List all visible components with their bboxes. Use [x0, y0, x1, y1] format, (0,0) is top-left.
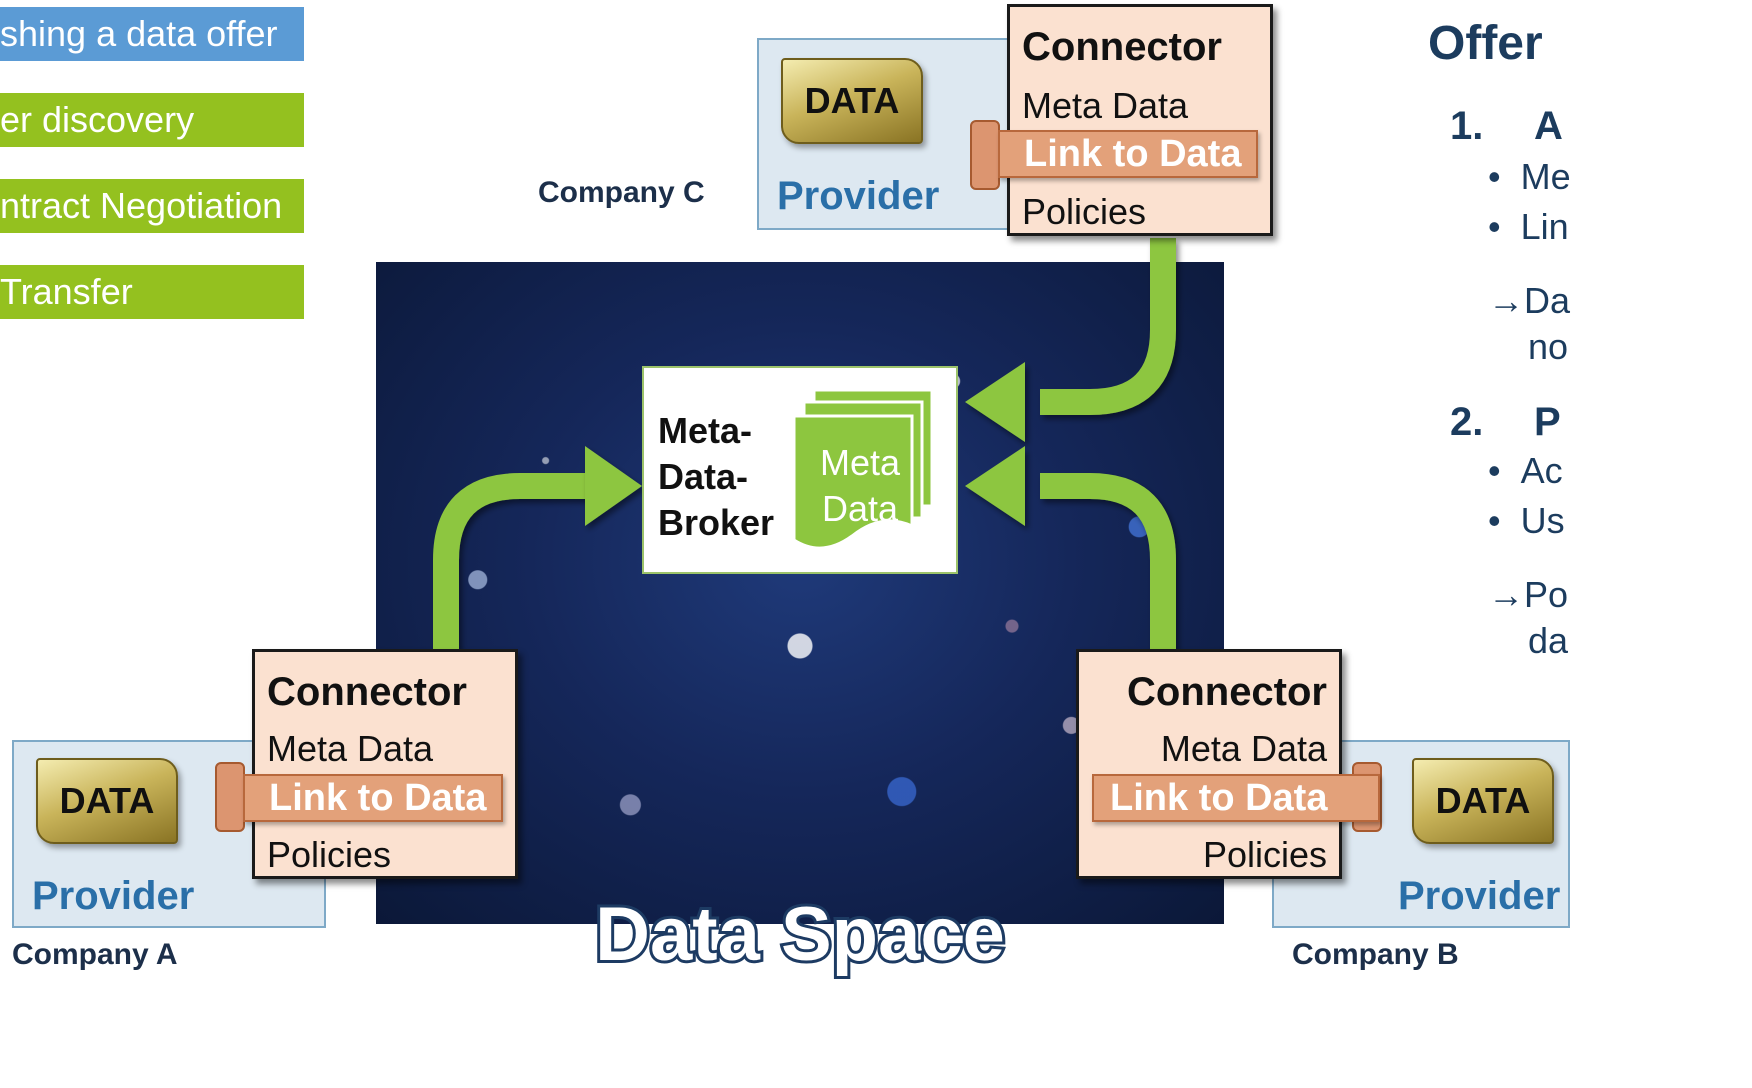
provider-b-label: Provider	[1398, 874, 1561, 918]
connector-b: Connector Meta Data Policies	[1076, 649, 1342, 879]
connector-title: Connector	[1022, 25, 1222, 69]
link-to-data-b[interactable]: Link to Data	[1092, 774, 1380, 822]
item1-bullet-1: • Me	[1488, 156, 1571, 197]
meta-data-documents-icon	[792, 388, 934, 550]
arrow-head-b	[965, 446, 1025, 526]
link-tab-a	[215, 762, 245, 832]
meta-data-doc-text: Meta Data	[819, 442, 901, 529]
provider-c-label: Provider	[777, 174, 940, 218]
connector-meta-data: Meta Data	[1022, 85, 1189, 126]
item2-conclusion-1: →Po	[1488, 574, 1569, 615]
item1-conclusion-2: no	[1528, 326, 1569, 367]
tab-publishing-data-offer[interactable]: shing a data offer	[0, 7, 304, 61]
item2-conclusion-2: da	[1528, 620, 1569, 661]
connector-title: Connector	[1127, 670, 1327, 714]
connector-c: Connector Meta Data Policies	[1007, 4, 1273, 236]
connector-meta-data: Meta Data	[267, 728, 434, 769]
company-a-label: Company A	[12, 938, 178, 971]
tab-data-transfer[interactable]: Transfer	[0, 265, 304, 319]
item2-bullet-1: • Ac	[1488, 450, 1563, 491]
offer-heading: Offer	[1428, 17, 1543, 70]
link-to-data-c[interactable]: Link to Data	[998, 130, 1258, 178]
provider-a-label: Provider	[32, 874, 195, 918]
meta-data-broker: Meta- Data- Broker Meta Data	[642, 366, 958, 574]
item1-heading: A	[1534, 104, 1563, 148]
connector-meta-data: Meta Data	[1160, 728, 1327, 769]
data-space-title: Data Space	[592, 889, 1008, 980]
arrow-c-to-broker	[1040, 238, 1176, 415]
tab-contract-negotiation[interactable]: ntract Negotiation	[0, 179, 304, 233]
connector-policies: Policies	[267, 834, 392, 875]
item1-number: 1.	[1450, 104, 1484, 148]
data-badge-c: DATA	[781, 58, 923, 144]
item1-conclusion-1: →Da	[1488, 280, 1571, 321]
connector-policies: Policies	[1022, 191, 1147, 232]
data-space-text: Data Space	[595, 892, 1005, 977]
company-c-label: Company C	[538, 176, 705, 209]
company-b-label: Company B	[1292, 938, 1459, 971]
arrow-b-to-broker	[1040, 473, 1176, 650]
item2-number: 2.	[1450, 400, 1484, 444]
connector-a: Connector Meta Data Policies	[252, 649, 518, 879]
broker-label: Meta- Data- Broker	[658, 410, 775, 543]
item2-bullet-2: • Us	[1488, 500, 1565, 541]
arrow-head-a	[585, 446, 642, 526]
data-badge-b: DATA	[1412, 758, 1554, 844]
link-to-data-a[interactable]: Link to Data	[243, 774, 503, 822]
connector-policies: Policies	[1202, 834, 1327, 875]
tab-offer-discovery[interactable]: er discovery	[0, 93, 304, 147]
connector-title: Connector	[267, 670, 467, 714]
data-badge-a: DATA	[36, 758, 178, 844]
arrow-head-c	[965, 362, 1025, 442]
item1-bullet-2: • Lin	[1488, 206, 1569, 247]
arrow-a-to-broker	[433, 473, 590, 650]
link-tab-c	[970, 120, 1000, 190]
item2-heading: P	[1534, 400, 1561, 444]
